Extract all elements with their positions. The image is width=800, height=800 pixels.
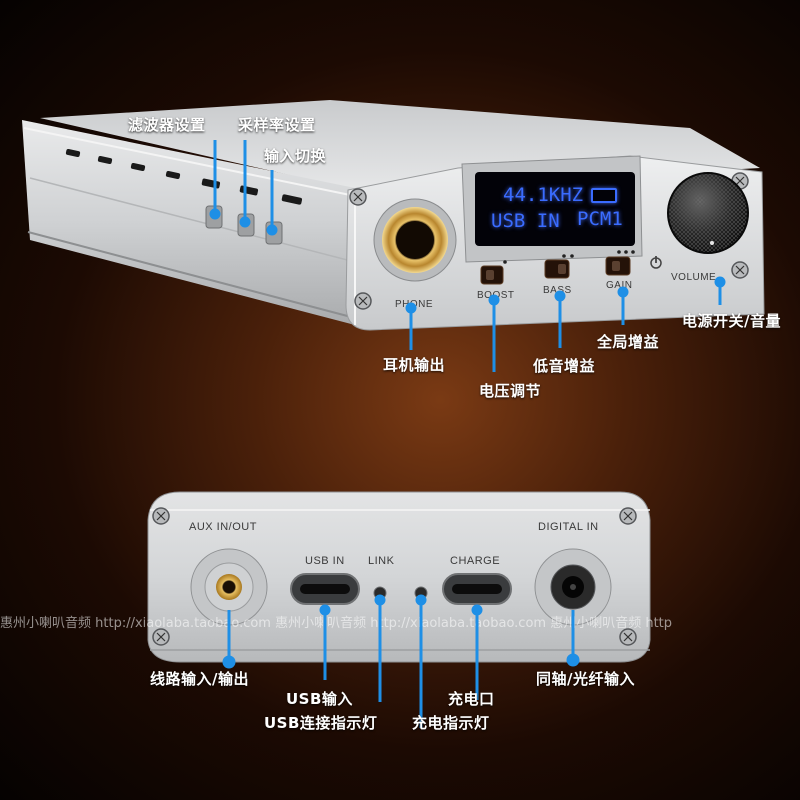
silk-phone: PHONE <box>395 299 434 310</box>
filter-button[interactable] <box>205 205 223 229</box>
callout-power-volume: 电源开关/音量 <box>682 312 781 330</box>
silk-usb-in: USB IN <box>305 555 345 567</box>
charge-port[interactable] <box>443 574 511 604</box>
callout-line-io: 线路输入/输出 <box>150 670 249 688</box>
callout-headphone-out: 耳机输出 <box>383 356 446 374</box>
display-sample-rate: 44.1KHZ <box>503 184 584 206</box>
bass-switch[interactable] <box>545 260 569 278</box>
gain-switch[interactable] <box>606 257 630 275</box>
callout-sample-rate: 采样率设置 <box>238 116 316 134</box>
silk-gain: GAIN <box>606 280 633 291</box>
battery-icon <box>591 188 617 203</box>
callout-usb-input: USB输入 <box>286 690 353 708</box>
display-format: PCM1 <box>577 208 623 230</box>
silk-digital-in: DIGITAL IN <box>538 521 599 533</box>
silk-aux: AUX IN/OUT <box>189 521 257 533</box>
callout-usb-link-led: USB连接指示灯 <box>264 714 378 732</box>
silk-charge: CHARGE <box>450 555 501 567</box>
back-device-art <box>147 491 651 663</box>
oled-display: 44.1KHZ USB IN PCM1 <box>475 172 635 246</box>
silk-link: LINK <box>368 555 395 567</box>
boost-switch[interactable] <box>481 266 503 284</box>
callout-voltage: 电压调节 <box>479 382 542 400</box>
callout-global-gain: 全局增益 <box>597 333 660 351</box>
callout-charge-led: 充电指示灯 <box>412 714 490 732</box>
callout-filter: 滤波器设置 <box>128 116 206 134</box>
input-switch-button[interactable] <box>265 221 283 245</box>
charge-led <box>415 587 427 599</box>
silk-bass: BASS <box>543 285 572 296</box>
headphone-jack[interactable] <box>374 199 456 281</box>
callout-input-switch: 输入切换 <box>264 147 327 165</box>
volume-knob[interactable] <box>668 173 748 253</box>
usb-in-port[interactable] <box>291 574 359 604</box>
sample-rate-button[interactable] <box>237 213 255 237</box>
callout-coax-optical: 同轴/光纤输入 <box>536 670 635 688</box>
callout-bass-boost: 低音增益 <box>533 357 596 375</box>
silk-boost: BOOST <box>477 290 515 301</box>
back-device: AUX IN/OUT USB IN LINK CHARGE DIGITAL IN <box>0 400 800 800</box>
link-led <box>374 587 386 599</box>
silk-volume: VOLUME <box>671 272 717 283</box>
callout-charge-port: 充电口 <box>448 690 495 708</box>
front-device: 44.1KHZ USB IN PCM1 PHONE BOOST BASS GAI… <box>22 100 765 331</box>
display-input: USB IN <box>491 210 560 232</box>
watermark-text: 惠州小喇叭音频 http://xiaolaba.taobao.com 惠州小喇叭… <box>0 616 673 631</box>
